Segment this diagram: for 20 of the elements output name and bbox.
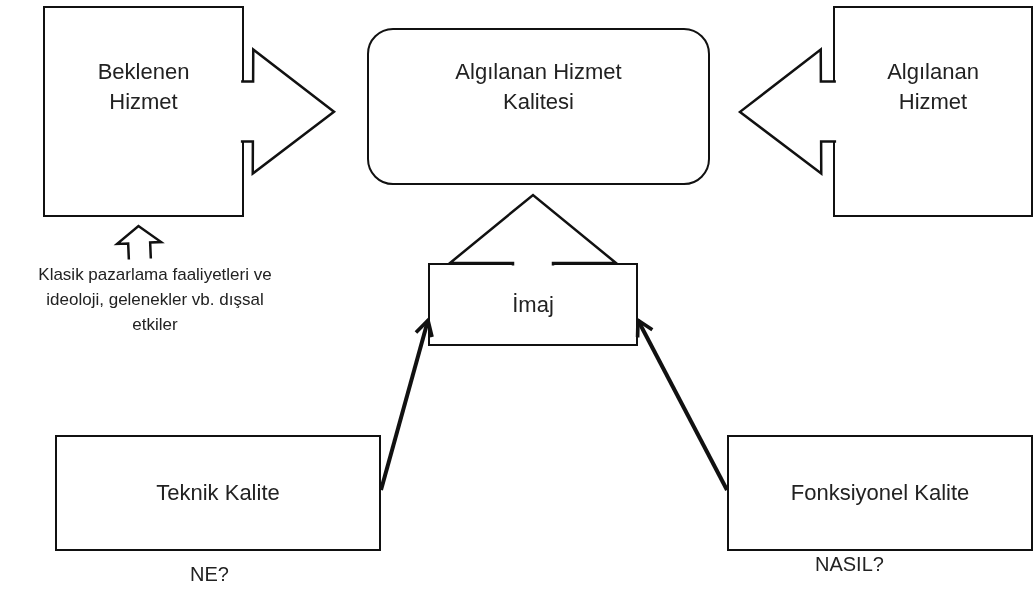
question-label: NASIL?	[815, 553, 884, 576]
block-arrow	[737, 47, 838, 177]
node-label: Beklenen Hizmet	[96, 57, 191, 116]
node-label: İmaj	[512, 290, 554, 319]
outcome-box	[367, 28, 710, 185]
process-box	[727, 435, 1033, 551]
arrow	[635, 318, 729, 491]
node-label: Algılanan Hizmet Kalitesi	[454, 57, 623, 116]
process-box	[833, 6, 1033, 217]
block-arrow	[446, 193, 620, 267]
note-text: Klasik pazarlama faaliyetleri ve ideoloji, gelenekler vb. dışsal etkiler	[37, 263, 273, 336]
process-box	[428, 263, 638, 346]
node-label: Teknik Kalite	[156, 479, 280, 507]
block-arrow	[113, 224, 165, 261]
process-box	[43, 6, 244, 217]
process-box	[55, 435, 381, 551]
node-label: Fonksiyonel Kalite	[790, 479, 970, 507]
question-label: NE?	[190, 563, 229, 586]
node-label: Algılanan Hizmet	[886, 57, 980, 116]
block-arrow	[239, 47, 337, 177]
